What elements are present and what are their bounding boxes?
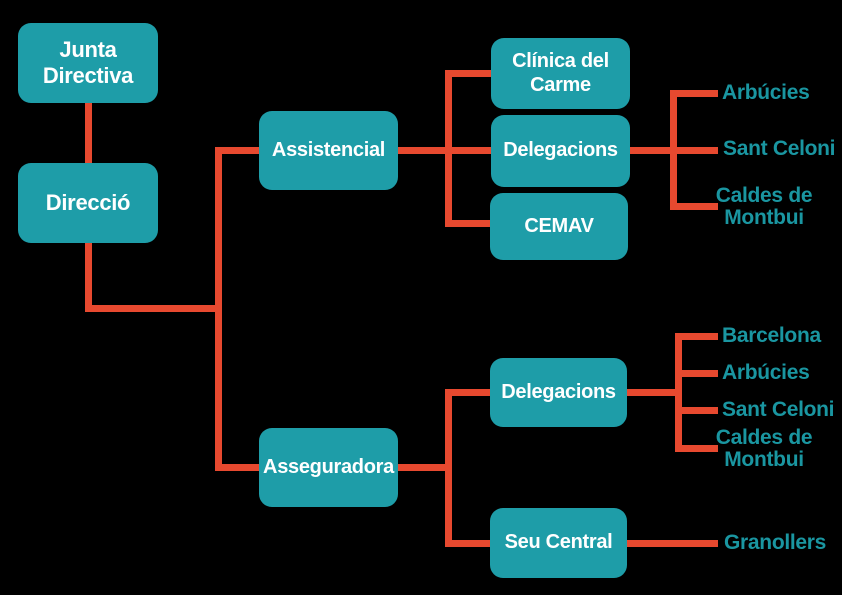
connector-to-delegacions-a [445,147,491,154]
connector-to-barcelona [675,333,718,340]
connector-delegacions-b-vertical [675,333,682,452]
connector-to-delegacions-b [445,389,490,396]
leaf-arbucies-assistencial: Arbúcies [722,81,810,104]
connector-to-caldes-b [675,445,718,452]
connector-to-arbucies-b [675,370,718,377]
connector-junta-direccio [85,103,92,163]
connector-asseguradora-right [398,464,452,471]
leaf-caldes-de-montbui-assistencial: Caldes de Montbui [715,184,813,229]
connector-delegacions-b-right [627,389,682,396]
connector-to-granollers [627,540,718,547]
node-delegacions-assistencial: Delegacions [491,115,630,187]
leaf-arbucies-asseguradora: Arbúcies [722,361,810,384]
connector-delegacions-a-right [630,147,677,154]
connector-to-santceloni-b [675,407,718,414]
leaf-sant-celoni-asseguradora: Sant Celoni [722,398,835,421]
connector-direccio-horizontal [85,305,222,312]
leaf-caldes-de-montbui-asseguradora: Caldes de Montbui [715,426,813,471]
connector-direccio-down [85,243,92,312]
node-seu-central: Seu Central [490,508,627,578]
node-direccio: Direcció [18,163,158,243]
connector-assistencial-right [398,147,452,154]
connector-to-asseguradora [215,464,259,471]
node-cemav: CEMAV [490,193,628,260]
leaf-sant-celoni-assistencial: Sant Celoni [723,137,836,160]
node-asseguradora: Asseguradora [259,428,398,507]
node-delegacions-asseguradora: Delegacions [490,358,627,427]
connector-to-assistencial [215,147,259,154]
node-junta-directiva: Junta Directiva [18,23,158,103]
connector-to-santceloni-a [670,147,718,154]
connector-to-cemav [445,220,491,227]
connector-to-clinica [445,70,491,77]
connector-to-caldes-a [670,203,718,210]
connector-asseguradora-children-vertical [445,389,452,547]
connector-to-arbucies-a [670,90,718,97]
node-assistencial: Assistencial [259,111,398,190]
node-clinica-del-carme: Clínica del Carme [491,38,630,109]
connector-to-seucentral [445,540,490,547]
leaf-granollers: Granollers [724,531,827,554]
leaf-barcelona: Barcelona [722,324,821,347]
connector-branch-vertical [215,147,222,471]
